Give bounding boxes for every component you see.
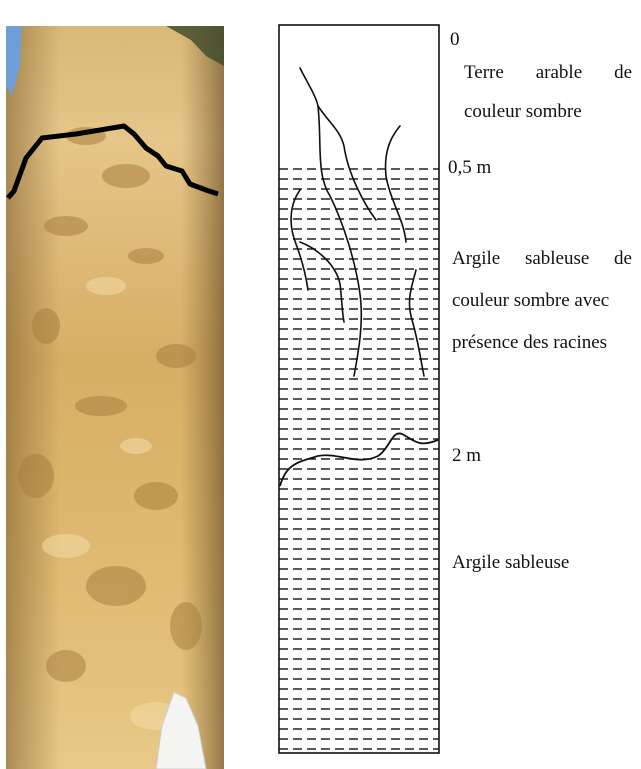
layer-topsoil-line1: Terre arable de <box>464 60 632 87</box>
photo-edge-shading <box>6 26 224 769</box>
soil-profile-photo <box>6 26 224 769</box>
depth-label-0-5m: 0,5 m <box>448 158 491 177</box>
layer-sandy-clay-line1: Argile sableuse <box>452 550 569 577</box>
layer-topsoil-line2: couleur sombre <box>464 99 582 126</box>
layer-dark-clay-line2: couleur sombre avec <box>452 288 609 315</box>
depth-label-2m: 2 m <box>452 446 481 465</box>
stratigraphic-column <box>278 24 440 754</box>
column-dashed-fill <box>279 164 439 753</box>
layer-dark-clay-line3: présence des racines <box>452 330 607 357</box>
depth-label-0: 0 <box>450 30 460 49</box>
layer-dark-clay-line1: Argile sableuse de <box>452 246 632 273</box>
